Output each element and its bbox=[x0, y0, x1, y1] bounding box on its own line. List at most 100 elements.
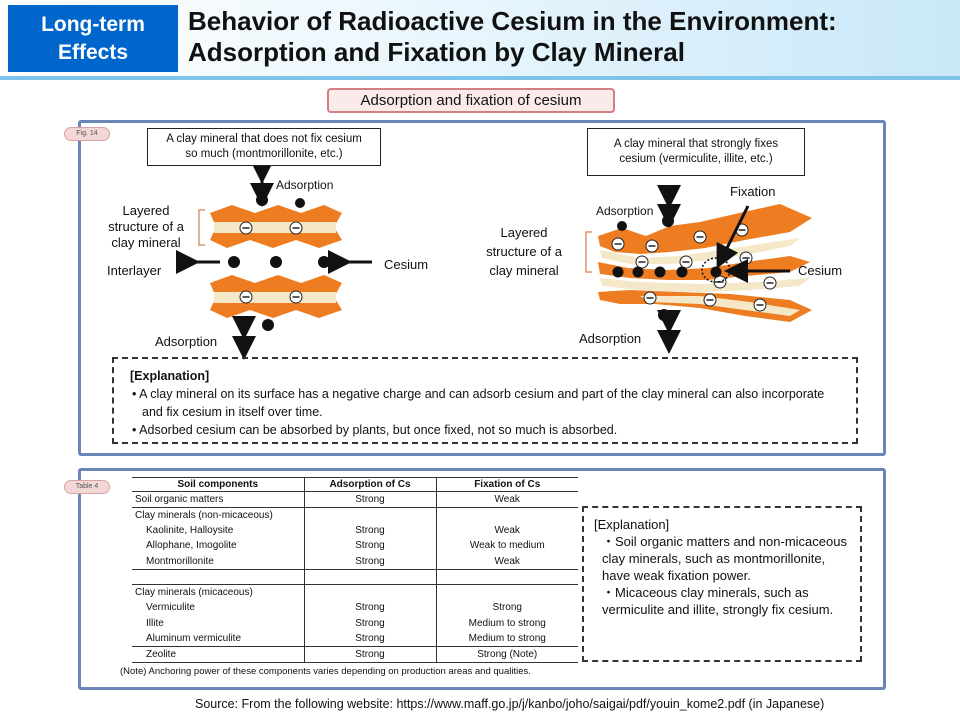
negative-charge-icon bbox=[703, 293, 717, 307]
table-row: Clay minerals (micaceous) bbox=[132, 584, 578, 600]
table-row: Montmorillonite Strong Weak bbox=[132, 553, 578, 570]
table-cell: Weak bbox=[435, 491, 578, 508]
negative-charge-icon bbox=[645, 239, 659, 253]
badge-line-1: Long-term bbox=[41, 12, 145, 36]
explanation-item: ・Micaceous clay minerals, such as vermic… bbox=[602, 585, 834, 617]
page-title: Behavior of Radioactive Cesium in the En… bbox=[188, 6, 948, 68]
table-header-row: Soil components Adsorption of Cs Fixatio… bbox=[132, 477, 578, 492]
column-header: Adsorption of Cs bbox=[303, 477, 436, 492]
negative-charge-icon bbox=[635, 255, 649, 269]
header-divider bbox=[0, 76, 960, 80]
non-fixing-mineral-box: A clay mineral that does not fix cesium … bbox=[147, 128, 381, 166]
table-cell: Illite bbox=[146, 617, 164, 629]
label-line: structure of a bbox=[108, 219, 184, 234]
source-citation: Source: From the following website: http… bbox=[195, 697, 825, 711]
section-badge: Long-term Effects bbox=[8, 5, 178, 72]
table-tag: Table 4 bbox=[64, 480, 110, 494]
table-row: Allophane, Imogolite Strong Weak to medi… bbox=[132, 538, 578, 554]
table-cell: Strong bbox=[303, 646, 436, 663]
table-cell: Strong bbox=[303, 600, 436, 616]
layered-structure-label: Layered structure of a clay mineral bbox=[474, 223, 574, 280]
fixation-label: Fixation bbox=[730, 184, 776, 199]
figure-explanation: [Explanation] • A clay mineral on its su… bbox=[112, 357, 858, 444]
topic-pill: Adsorption and fixation of cesium bbox=[327, 88, 615, 113]
cesium-label: Cesium bbox=[798, 263, 843, 278]
interlayer-label: Interlayer bbox=[107, 263, 162, 278]
table-cell: Allophane, Imogolite bbox=[146, 540, 237, 552]
table-cell bbox=[435, 507, 578, 523]
table-cell: Weak bbox=[435, 522, 578, 538]
table-row: Clay minerals (non-micaceous) bbox=[132, 507, 578, 523]
negative-charge-icon bbox=[739, 251, 753, 265]
table-cell: Clay minerals (non-micaceous) bbox=[135, 509, 273, 521]
layered-structure-label: Layered structure of a clay mineral bbox=[96, 203, 196, 251]
table-row: Zeolite Strong Strong (Note) bbox=[132, 646, 578, 663]
table-cell: Strong bbox=[303, 631, 436, 647]
negative-charge-icon bbox=[763, 276, 777, 290]
column-header: Fixation of Cs bbox=[435, 477, 578, 492]
explanation-heading: [Explanation] bbox=[594, 517, 670, 532]
negative-charge-icon bbox=[239, 221, 253, 235]
label-line: Layered bbox=[122, 203, 170, 218]
adsorption-label: Adsorption bbox=[276, 178, 334, 192]
table-cell: Aluminum vermiculite bbox=[132, 631, 304, 647]
table-cell bbox=[303, 584, 436, 600]
table-cell: Soil organic matters bbox=[132, 491, 304, 508]
table-cell: Strong bbox=[303, 522, 436, 538]
table-row: Kaolinite, Halloysite Strong Weak bbox=[132, 522, 578, 538]
negative-charge-icon bbox=[611, 237, 625, 251]
adsorption-label: Adsorption bbox=[596, 204, 654, 218]
column-header: Soil components bbox=[132, 477, 304, 492]
table-note: (Note) Anchoring power of these componen… bbox=[120, 666, 531, 677]
label-line: clay mineral bbox=[489, 263, 559, 278]
title-line-2: Adsorption and Fixation by Clay Mineral bbox=[188, 37, 685, 67]
label-line: Layered bbox=[500, 225, 548, 240]
cesium-label: Cesium bbox=[384, 257, 429, 272]
table-row: Illite Strong Medium to strong bbox=[132, 615, 578, 631]
table-row: Soil organic matters Strong Weak bbox=[132, 491, 578, 508]
box-line: A clay mineral that strongly fixes bbox=[613, 138, 779, 150]
table-cell: Strong bbox=[303, 538, 436, 554]
label-line: structure of a bbox=[486, 244, 562, 259]
negative-charge-icon bbox=[693, 230, 707, 244]
explanation-item: • Adsorbed cesium can be absorbed by pla… bbox=[132, 423, 618, 437]
table-cell: Clay minerals (micaceous) bbox=[135, 587, 253, 598]
explanation-heading: [Explanation] bbox=[130, 369, 210, 383]
table-cell: Strong bbox=[435, 600, 578, 616]
negative-charge-icon bbox=[643, 291, 657, 305]
negative-charge-icon bbox=[239, 290, 253, 304]
table-cell: Strong bbox=[303, 615, 436, 631]
negative-charge-icon bbox=[679, 255, 693, 269]
negative-charge-icon bbox=[289, 221, 303, 235]
label-line: clay mineral bbox=[111, 235, 181, 250]
table-cell bbox=[303, 569, 436, 585]
table-cell bbox=[435, 569, 578, 585]
badge-line-2: Effects bbox=[57, 40, 129, 64]
left-clay-top-layer bbox=[210, 205, 342, 248]
table-row bbox=[132, 569, 578, 585]
explanation-item: ・Soil organic matters and non-micaceous … bbox=[602, 534, 847, 583]
table-cell bbox=[303, 507, 436, 523]
table-row: Vermiculite Strong Strong bbox=[132, 600, 578, 616]
explanation-item: • A clay mineral on its surface has a ne… bbox=[132, 387, 825, 419]
box-line: cesium (vermiculite, illite, etc.) bbox=[619, 153, 773, 165]
figure-tag: Fig. 14 bbox=[64, 127, 110, 141]
table-cell bbox=[132, 569, 304, 585]
soil-components-table: Soil components Adsorption of Cs Fixatio… bbox=[132, 477, 578, 663]
negative-charge-icon bbox=[289, 290, 303, 304]
left-clay-bottom-layer bbox=[210, 275, 342, 318]
table-cell: Strong (Note) bbox=[435, 646, 578, 663]
table-cell: Strong bbox=[303, 491, 436, 508]
box-line: A clay mineral that does not fix cesium bbox=[166, 133, 362, 145]
table-cell: Zeolite bbox=[132, 646, 304, 663]
table-cell: Medium to strong bbox=[435, 615, 578, 631]
adsorption-label: Adsorption bbox=[579, 331, 642, 346]
table-cell: Kaolinite, Halloysite bbox=[146, 524, 234, 536]
table-cell bbox=[435, 584, 578, 600]
table-cell: Strong bbox=[303, 553, 436, 570]
title-line-1: Behavior of Radioactive Cesium in the En… bbox=[188, 6, 837, 36]
adsorption-label: Adsorption bbox=[155, 334, 218, 349]
table-cell: Weak to medium bbox=[435, 538, 578, 554]
table-explanation: [Explanation] ・Soil organic matters and … bbox=[582, 506, 862, 662]
